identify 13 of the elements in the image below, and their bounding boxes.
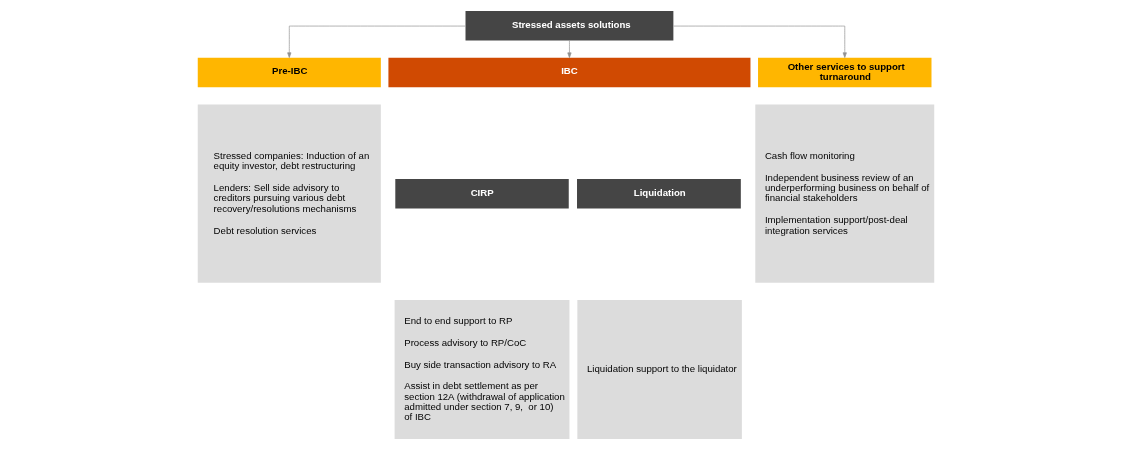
node-box: Stressed assets solutions [465,10,673,41]
arrow [672,25,847,58]
node-box: Stressed companies: Induction of an equity investor, debt restructuring Lenders: Sell side advisory to creditors pursuing various debt recovery/resolutions mechanisms Debt resolution services [197,104,381,283]
node-box: Liquidation [576,178,741,209]
node-box: Liquidation support to the liquidator [576,300,742,440]
node-box: IBC [387,57,750,88]
arrow [286,25,466,58]
node-box: CIRP [394,178,569,209]
node-box: Other services to support turnaround [757,57,931,88]
node-box: Cash flow monitoring Independent business review of an underperforming business on behalf of financial stakeholders Implementation support/post-deal integration services [754,104,934,283]
arrow [566,40,571,58]
node-box: Pre-IBC [197,57,381,88]
node-box: End to end support to RP Process advisory to RP/CoC Buy side transaction advisory to RA Assist in debt settlement as per section 12A (withdrawal of application admitted under section 7, 9, or 10) of IBC [394,300,569,440]
